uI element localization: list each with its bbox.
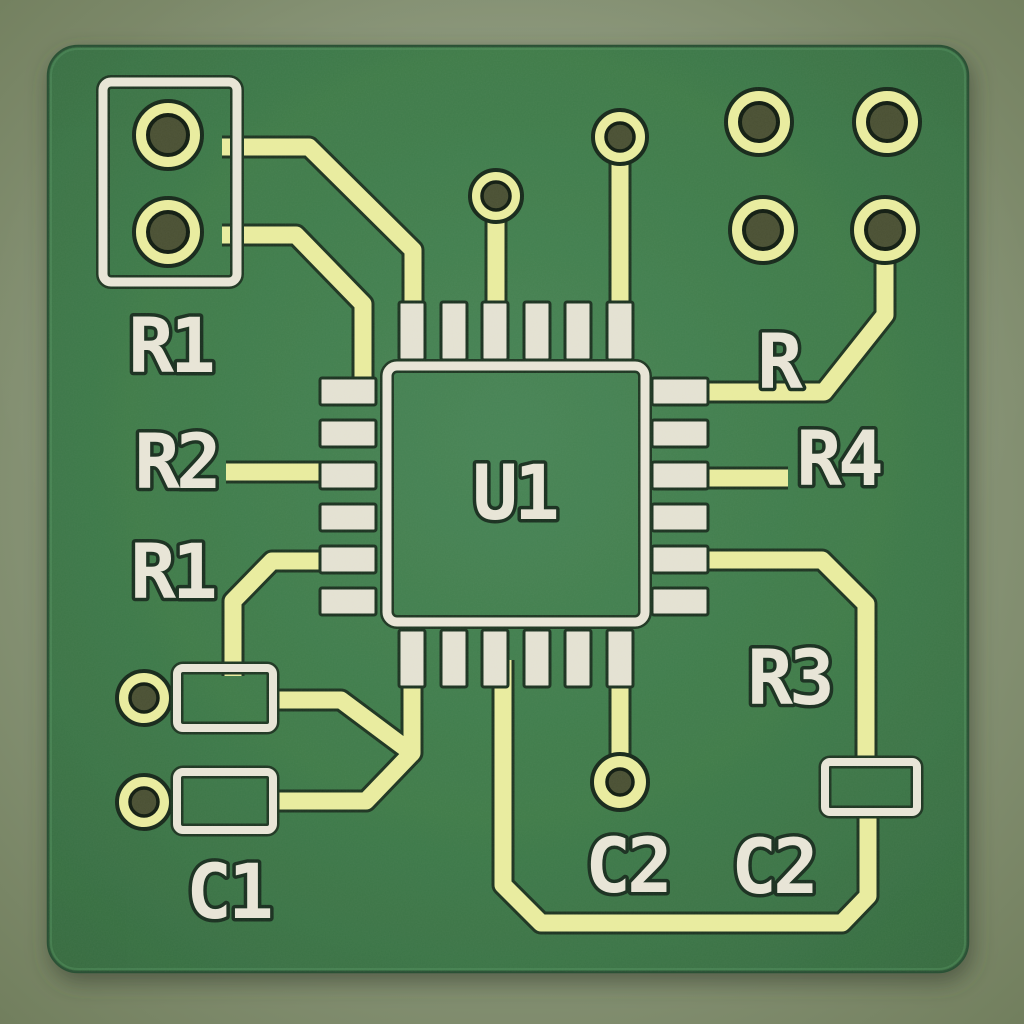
board-texture xyxy=(48,46,968,972)
